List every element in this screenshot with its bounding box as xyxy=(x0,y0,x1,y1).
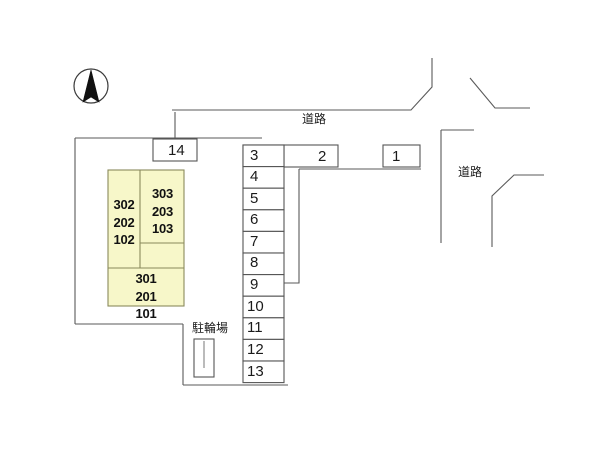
aisle-edge-inner xyxy=(283,169,300,284)
parking-stall-box-col-13[interactable] xyxy=(242,360,285,384)
parking-stall-label-11: 11 xyxy=(247,319,263,336)
parking-stall-label-13: 13 xyxy=(247,363,264,380)
parking-stall-label-4: 4 xyxy=(250,168,259,185)
parking-stall-label-8: 8 xyxy=(250,254,259,271)
parking-stall-label-10: 10 xyxy=(247,298,264,315)
bicycle-parking-label: 駐輪場 xyxy=(192,321,229,335)
road-edge-top-north xyxy=(172,58,433,111)
driveway-outline xyxy=(283,168,421,284)
unit-label-201: 201 xyxy=(135,288,157,304)
road-boundary-lines xyxy=(172,58,544,247)
parking-stall-label-9: 9 xyxy=(250,276,259,293)
parking-stall-label-7: 7 xyxy=(250,233,259,250)
parking-stall-label-3: 3 xyxy=(250,147,259,164)
parking-stall-label-1: 1 xyxy=(392,148,401,165)
parking-stall-column xyxy=(242,144,285,384)
building-unit-block-west: 302 202 102 xyxy=(108,196,140,249)
road-edge-east xyxy=(491,174,544,247)
road-label-top: 道路 xyxy=(302,112,327,126)
unit-label-202: 202 xyxy=(113,214,135,230)
building-unit-block-south: 301 201 101 xyxy=(108,270,184,323)
road-label-right: 道路 xyxy=(458,165,483,179)
unit-label-103: 103 xyxy=(151,221,174,237)
unit-label-303: 303 xyxy=(151,186,174,201)
apartment-building xyxy=(107,169,185,307)
parking-stall-label-14: 14 xyxy=(168,142,185,159)
parking-stall-label-6: 6 xyxy=(250,211,259,228)
property-boundary xyxy=(74,137,288,386)
parking-stall-box-1[interactable] xyxy=(382,144,421,168)
unit-label-302: 302 xyxy=(113,197,135,212)
parking-stall-label-2: 2 xyxy=(318,148,327,165)
north-arrow-needle xyxy=(82,69,100,103)
building-unit-block-east: 303 203 103 xyxy=(141,185,184,238)
bicycle-parking-structure xyxy=(193,338,215,378)
parking-stall-box-2[interactable] xyxy=(283,144,339,168)
unit-label-101: 101 xyxy=(135,306,157,322)
unit-label-301: 301 xyxy=(135,271,157,286)
building-footprint xyxy=(107,169,185,307)
north-arrow-icon xyxy=(73,68,109,104)
parking-stall-label-5: 5 xyxy=(250,190,259,207)
unit-label-203: 203 xyxy=(151,203,174,219)
parking-stall-label-12: 12 xyxy=(247,341,264,358)
unit-label-102: 102 xyxy=(113,232,135,248)
road-edge-northeast xyxy=(469,77,530,109)
parking-stall-box-14[interactable] xyxy=(152,138,198,162)
